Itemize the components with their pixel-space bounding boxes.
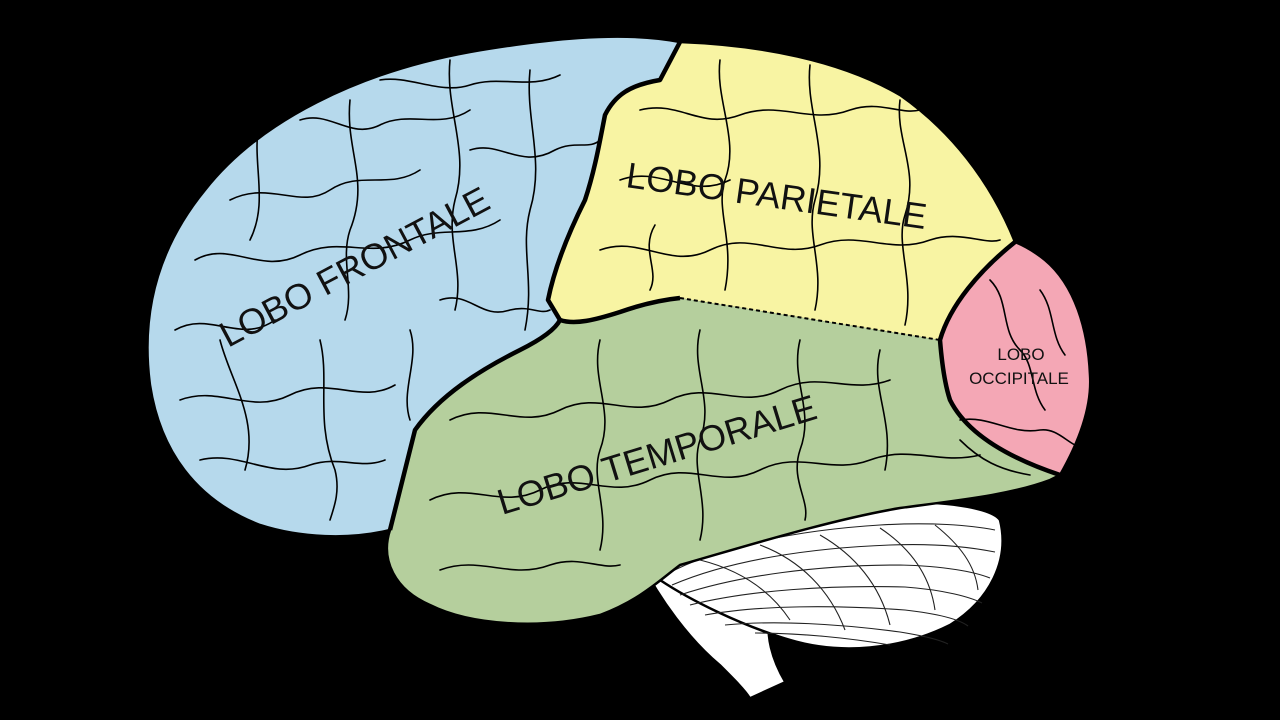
temporal-lobe-region [386,298,1060,624]
occipital-lobe-region [940,242,1091,475]
parieto-temporal-dashed-boundary [679,297,941,341]
central-sulcus [545,40,682,322]
label-occipital-lobe-line1: LOBO [997,345,1044,364]
cerebellum-folia [664,523,996,646]
lateral-sulcus [387,295,681,531]
frontal-lobe-region [147,36,681,537]
parieto-occipital-boundary [937,240,1061,478]
brain-outer-outline [146,35,1092,625]
label-occipital-lobe-line2: OCCIPITALE [969,369,1069,388]
lobe-boundaries [146,35,1092,625]
gyri-lines [174,59,1076,571]
parietal-lobe-region [548,42,1015,340]
brainstem [637,558,787,700]
